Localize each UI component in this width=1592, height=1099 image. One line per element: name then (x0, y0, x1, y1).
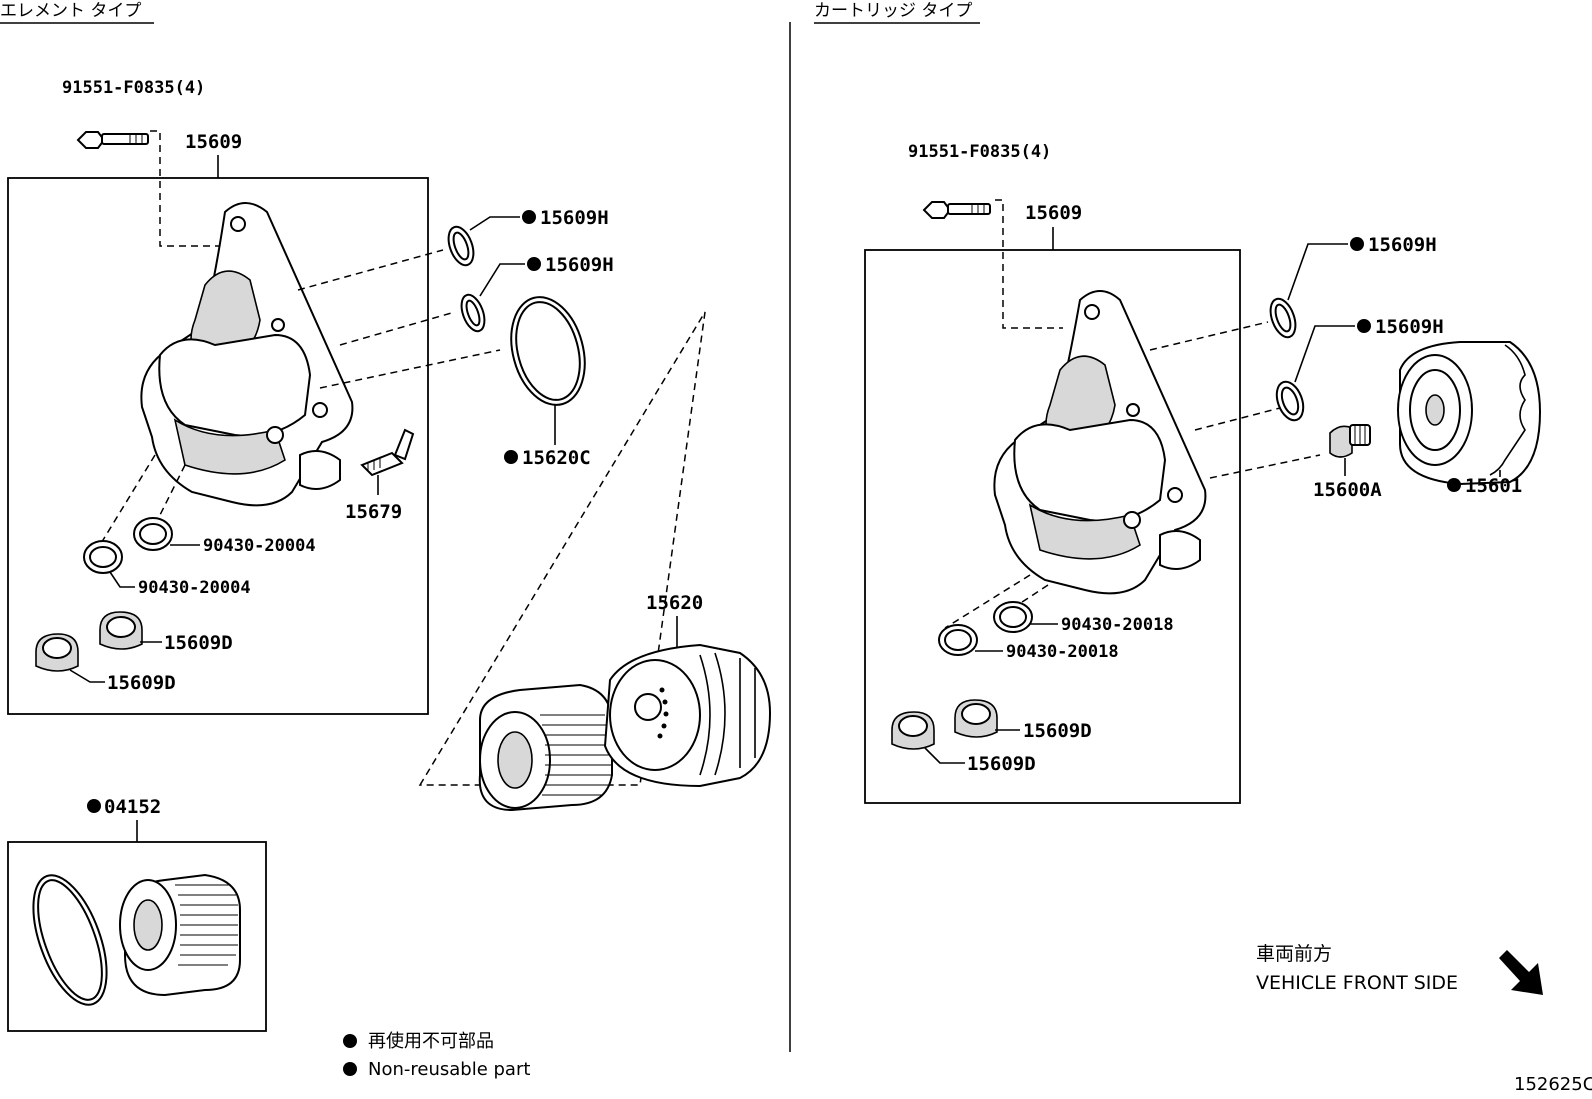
right-oring-upper-bullet (1350, 237, 1364, 251)
left-sensor-label: 15679 (345, 501, 402, 523)
right-housing-box (864, 249, 1241, 804)
right-plug-b-label: 15609D (967, 753, 1036, 775)
left-oil-pressure-switch-icon (360, 428, 415, 477)
left-plug-a-label: 15609D (164, 632, 233, 654)
right-cartridge-bullet (1447, 478, 1461, 492)
right-oring-lower-label: 15609H (1375, 316, 1444, 338)
left-gasket-b-label: 90430-20004 (138, 578, 251, 598)
left-housing-box (7, 177, 429, 715)
left-big-oring-label: 15620C (522, 447, 591, 469)
left-oring-upper-label: 15609H (540, 207, 609, 229)
left-oring-upper-bullet (522, 210, 536, 224)
right-cartridge-label: 15601 (1465, 475, 1522, 497)
left-big-oring-bullet (504, 450, 518, 464)
left-oring-lower-label: 15609H (545, 254, 614, 276)
right-gasket-b-label: 90430-20018 (1006, 642, 1119, 662)
left-housing-label: 15609 (185, 131, 242, 153)
right-oring-upper-icon (1269, 297, 1297, 339)
legend-bullet-en (343, 1062, 357, 1076)
right-plug-a-label: 15609D (1023, 720, 1092, 742)
left-filter-cap-icon (603, 643, 772, 788)
front-direction-arrow-icon (1499, 950, 1543, 995)
left-oring-lower-bullet (527, 257, 541, 271)
right-gasket-a-label: 90430-20018 (1061, 615, 1174, 635)
left-gasket-a-icon (133, 517, 173, 551)
legend-bullet-jp (343, 1034, 357, 1048)
right-union-label: 15600A (1313, 479, 1382, 501)
right-oring-upper-label: 15609H (1368, 234, 1437, 256)
left-cap-assembly-label: 15620 (646, 592, 703, 614)
legend-jp: 再使用不可部品 (368, 1031, 494, 1052)
right-plug-b-icon (891, 711, 935, 750)
left-plug-b-icon (35, 633, 79, 672)
left-gasket-b-icon (83, 540, 123, 574)
left-plug-a-icon (99, 611, 143, 650)
left-bolt-label: 91551-F0835(4) (62, 78, 205, 98)
left-big-oring-icon (510, 296, 586, 406)
left-kit-element-icon (119, 873, 241, 997)
right-gasket-b-icon (938, 624, 978, 656)
left-oring-upper-icon (447, 225, 475, 267)
right-union-bolt-icon (1329, 424, 1371, 458)
left-element-kit-bullet (87, 799, 101, 813)
right-oring-lower-icon (1275, 380, 1305, 422)
left-element-kit-box (7, 841, 267, 1032)
right-section-title: カートリッジ タイプ (814, 1, 980, 24)
direction-jp: 車両前方 (1256, 943, 1332, 965)
right-housing-label: 15609 (1025, 202, 1082, 224)
left-bolt-icon (76, 130, 220, 247)
direction-en: VEHICLE FRONT SIDE (1256, 972, 1458, 994)
right-oil-filter-cartridge-icon (1397, 341, 1542, 486)
legend-en: Non-reusable part (368, 1059, 530, 1080)
left-gasket-a-label: 90430-20004 (203, 536, 316, 556)
left-plug-b-label: 15609D (107, 672, 176, 694)
left-kit-oring-icon (32, 874, 108, 1006)
right-section-title-text: カートリッジ タイプ (814, 1, 972, 21)
right-plug-a-icon (954, 699, 998, 738)
left-element-kit-label: 04152 (104, 796, 161, 818)
left-filter-element-icon (478, 683, 613, 812)
right-oring-lower-bullet (1357, 319, 1371, 333)
left-section-title: エレメント タイプ (0, 1, 154, 24)
right-bolt-label: 91551-F0835(4) (908, 142, 1051, 162)
right-bolt-icon (922, 199, 1063, 329)
left-oil-filter-housing-icon (140, 202, 354, 507)
right-oil-filter-housing-icon (993, 290, 1207, 595)
left-section-title-text: エレメント タイプ (0, 1, 141, 21)
left-oring-lower-icon (460, 293, 486, 333)
figure-id: 152625C (1514, 1074, 1592, 1095)
right-gasket-a-icon (993, 601, 1033, 633)
